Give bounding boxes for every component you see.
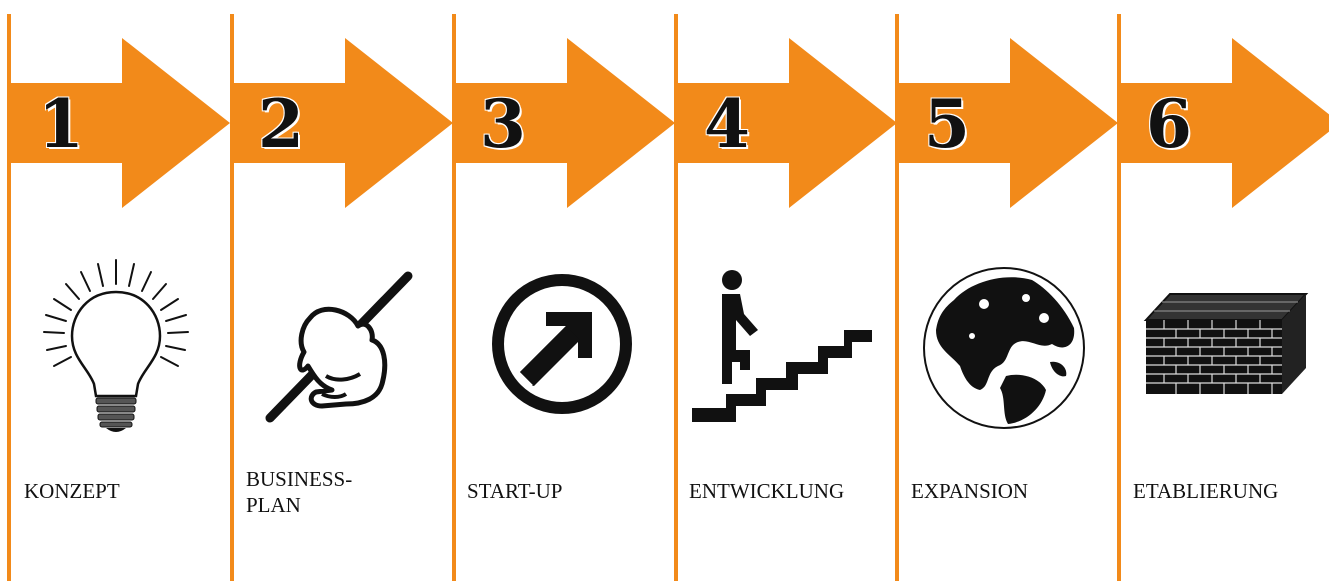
brick-wall-icon [1143, 293, 1309, 394]
step-3-label-line: START-UP [467, 479, 563, 503]
step-4-arrow [677, 38, 897, 208]
step-2-label-line: PLAN [246, 493, 301, 517]
step-3-number: 3 [480, 85, 526, 163]
step-6-label: ETABLIERUNG [1133, 478, 1329, 504]
step-1-number: 1 [38, 85, 84, 163]
column-divider [230, 14, 234, 581]
step-6-number: 6 [1146, 85, 1192, 163]
up-right-arrow-circle-icon [492, 274, 632, 414]
step-3-label: START-UP [467, 478, 677, 504]
step-5-arrow [898, 38, 1118, 208]
hand-writing-icon [265, 271, 413, 423]
column-divider [895, 14, 899, 581]
step-2-label-line: BUSINESS- [246, 467, 353, 491]
step-1-label-line: KONZEPT [24, 479, 120, 503]
globe-icon [923, 267, 1085, 429]
column-divider [674, 14, 678, 581]
step-5-label-line: EXPANSION [911, 479, 1029, 503]
step-2-arrow [233, 38, 453, 208]
person-climbing-stairs-icon [692, 270, 872, 422]
column-divider [1117, 14, 1121, 581]
column-divider [7, 14, 11, 581]
step-5-label: EXPANSION [911, 478, 1121, 504]
step-1-arrow [10, 38, 230, 208]
step-2-label: BUSINESS- PLAN [246, 466, 456, 518]
step-4-label: ENTWICKLUNG [689, 478, 899, 504]
column-divider [452, 14, 456, 581]
step-4-label-line: ENTWICKLUNG [689, 479, 845, 503]
step-4-number: 4 [704, 85, 750, 163]
step-2-number: 2 [258, 85, 304, 163]
step-5-number: 5 [924, 85, 970, 163]
step-3-arrow [455, 38, 675, 208]
step-6-label-line: ETABLIERUNG [1133, 479, 1279, 503]
lightbulb-icon [43, 259, 189, 432]
step-1-label: KONZEPT [24, 478, 234, 504]
step-6-arrow [1120, 38, 1329, 208]
